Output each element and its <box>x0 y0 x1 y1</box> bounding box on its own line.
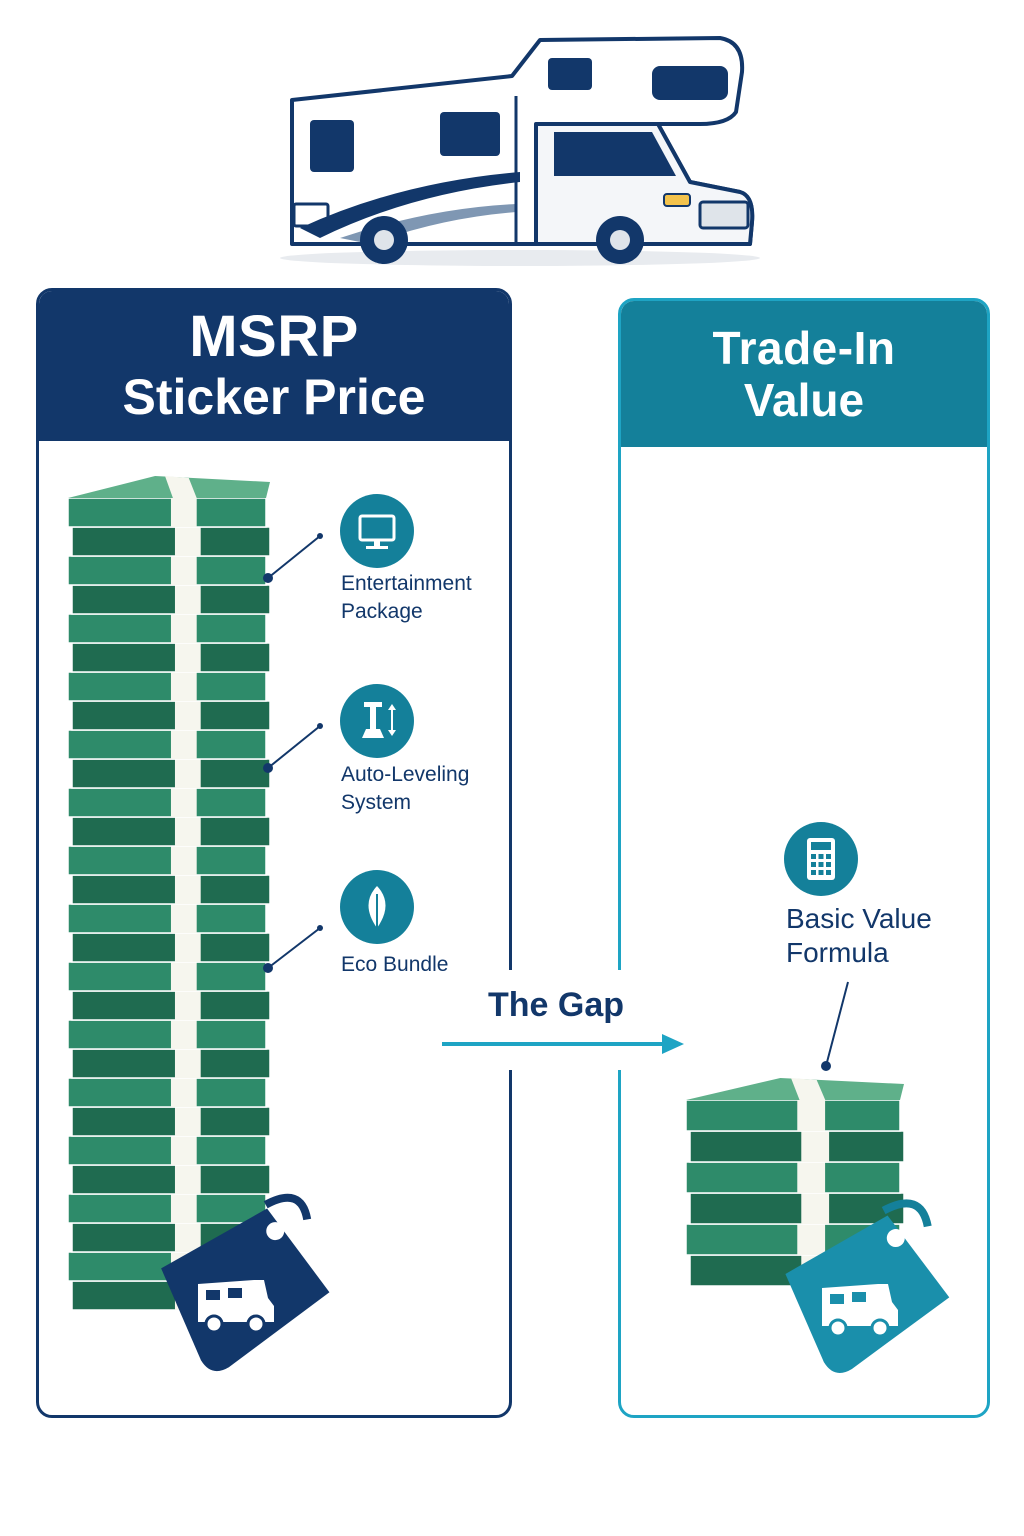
money-bundle <box>67 1135 267 1166</box>
money-bundle <box>67 1077 267 1108</box>
money-bundle <box>71 642 271 673</box>
money-bundle <box>67 671 267 702</box>
money-band <box>791 1078 826 1100</box>
feature-leader-lines <box>263 533 323 973</box>
money-bundle <box>67 729 267 760</box>
trade-in-panel-header: Trade-In Value <box>621 301 987 447</box>
money-bundle <box>71 816 271 847</box>
money-bundle <box>67 1193 267 1224</box>
money-bundle <box>67 845 267 876</box>
formula-label: Basic Value Formula <box>786 903 932 968</box>
trade-in-title: Trade-In <box>712 322 896 374</box>
money-bundle <box>67 1019 267 1050</box>
money-bundle <box>71 990 271 1021</box>
gap-arrow-icon <box>442 1034 684 1054</box>
money-bundle-top <box>686 1078 904 1100</box>
money-bundle <box>71 526 271 557</box>
money-bundle <box>67 903 267 934</box>
feature-label-eco: Eco Bundle <box>341 953 449 976</box>
money-bundle <box>67 961 267 992</box>
money-bundle <box>71 1106 271 1137</box>
calculator-icon <box>784 822 858 896</box>
msrp-subtitle: Sticker Price <box>122 369 426 425</box>
money-bundle <box>71 1164 271 1195</box>
trade-in-price-tag <box>770 1190 970 1390</box>
rv-tag-icon <box>822 1284 898 1338</box>
trade-in-subtitle: Value <box>743 374 865 426</box>
money-bundle <box>71 584 271 615</box>
money-bundle <box>685 1161 901 1194</box>
money-bundle <box>67 555 267 586</box>
money-bundle <box>71 758 271 789</box>
money-bundle <box>71 874 271 905</box>
feature-label-entertainment: Entertainment Package <box>341 572 472 623</box>
monitor-icon <box>340 494 414 568</box>
money-bundle <box>71 932 271 963</box>
msrp-price-tag <box>142 1180 352 1390</box>
leveling-jack-icon <box>340 684 414 758</box>
feature-label-auto-leveling: Auto-Leveling System <box>341 763 470 814</box>
money-bundle <box>67 497 267 528</box>
rv-tag-icon <box>198 1280 274 1334</box>
msrp-panel-header: MSRP Sticker Price <box>39 291 509 441</box>
money-bundle <box>685 1099 901 1132</box>
rv-illustration <box>280 32 760 272</box>
money-bundle <box>689 1130 904 1163</box>
gap-label: The Gap <box>488 986 625 1024</box>
money-bundle <box>67 613 267 644</box>
money-bundle <box>71 1048 271 1079</box>
money-bundle <box>71 700 271 731</box>
leaf-icon <box>340 870 414 944</box>
formula-leader-line <box>821 981 849 1071</box>
money-bundle <box>67 787 267 818</box>
msrp-title: MSRP <box>189 304 359 369</box>
money-band <box>165 476 197 498</box>
